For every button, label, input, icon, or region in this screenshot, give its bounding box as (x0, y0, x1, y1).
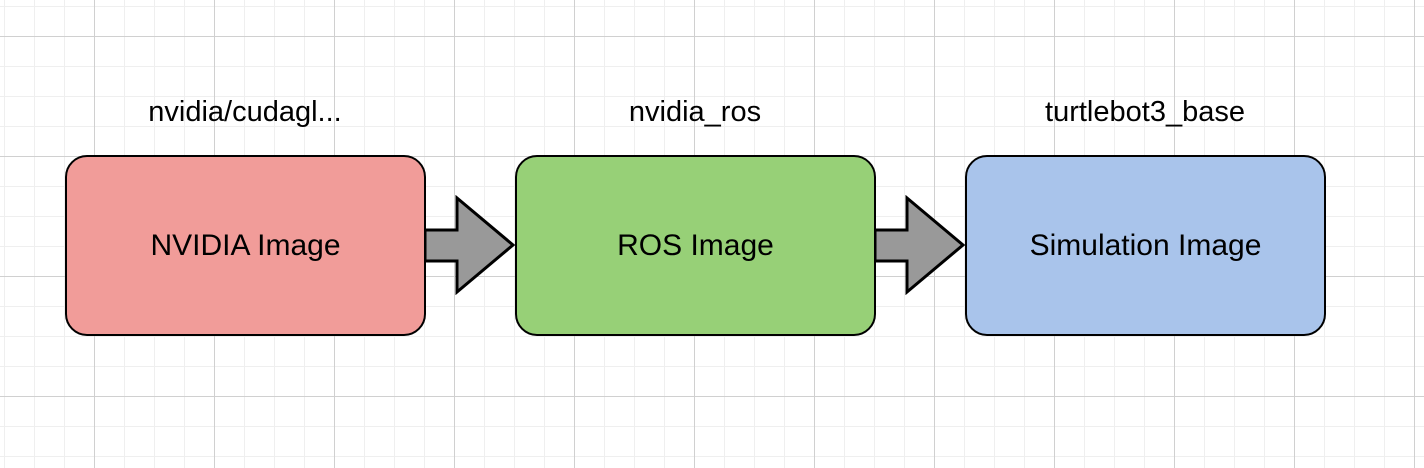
arrow-ros-to-simulation (874, 195, 966, 295)
node-title-ros: nvidia_ros (628, 96, 762, 128)
node-title-turtlebot: turtlebot3_base (1045, 96, 1245, 128)
arrow-nvidia-to-ros (424, 195, 516, 295)
node-title-nvidia: nvidia/cudagl... (148, 96, 342, 128)
node-simulation-image[interactable]: Simulation Image (965, 155, 1326, 336)
node-nvidia-image[interactable]: NVIDIA Image (65, 155, 426, 336)
node-ros-image[interactable]: ROS Image (515, 155, 876, 336)
